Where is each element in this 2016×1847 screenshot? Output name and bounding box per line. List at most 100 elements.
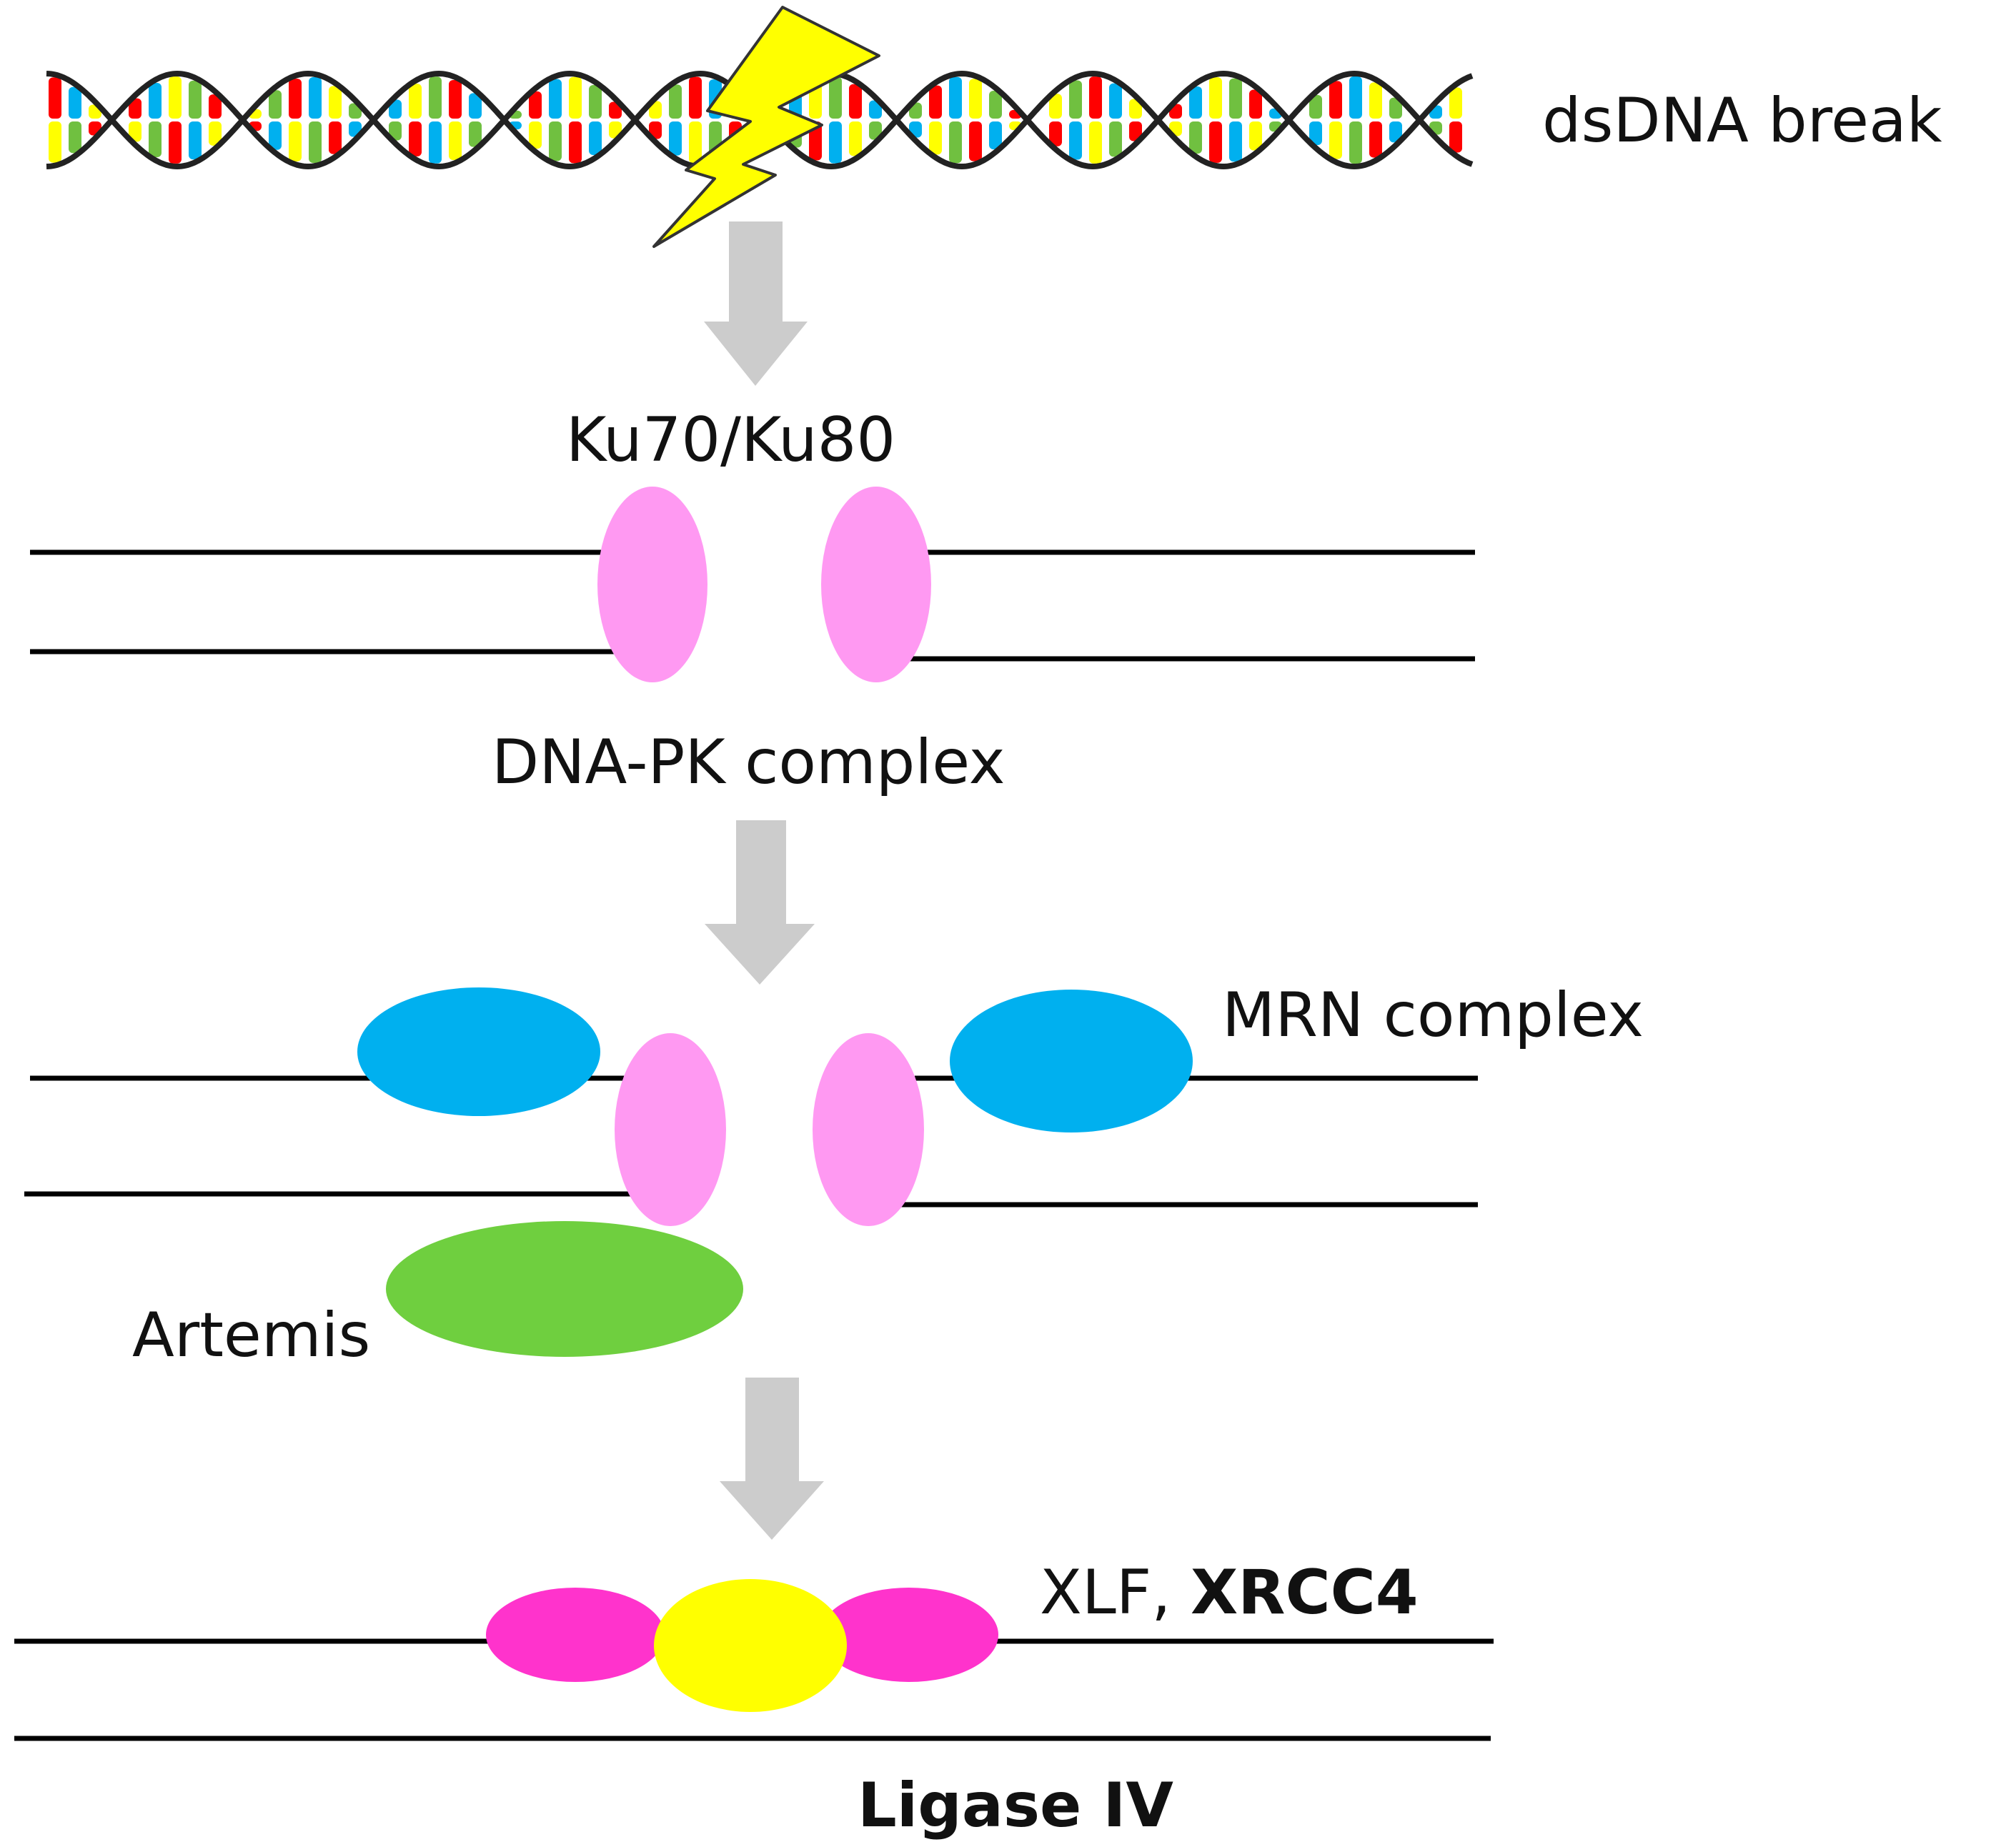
base-pair-bottom (129, 121, 141, 142)
base-pair-top (1229, 78, 1242, 119)
base-pair-top (49, 77, 61, 119)
base-pair-top (289, 79, 302, 119)
base-pair-bottom (689, 121, 702, 164)
base-pair-top (269, 90, 282, 119)
broken-dna-stage-2 (30, 549, 1475, 662)
base-pair-bottom (289, 121, 302, 161)
base-pair-top (1089, 76, 1102, 119)
broken-dna-stage-3 (24, 1075, 1478, 1208)
base-pair-bottom (1229, 121, 1242, 162)
base-pair-bottom (469, 121, 482, 147)
base-pair-top (1309, 94, 1322, 119)
base-pair-bottom (1349, 121, 1362, 164)
base-pair-top (409, 84, 422, 119)
base-pair-top (469, 93, 482, 119)
base-pair-bottom (1389, 121, 1402, 143)
base-pair-bottom (409, 121, 422, 156)
arrow-down-1 (704, 221, 808, 386)
base-pair-bottom (389, 121, 402, 141)
artemis-oval (386, 1221, 743, 1357)
base-pair-bottom (969, 121, 982, 161)
base-pair-top (449, 80, 462, 119)
base-pair-bottom (309, 121, 322, 164)
base-pair-top (1389, 97, 1402, 119)
ku70-oval (597, 487, 707, 682)
base-pair-top (1249, 89, 1262, 119)
base-pair-bottom (449, 121, 462, 160)
base-pair-top (1049, 94, 1062, 119)
helix-base-pairs (49, 76, 1462, 164)
base-pair-bottom (1449, 121, 1462, 153)
base-pair-top (1189, 86, 1202, 119)
base-pair-top (189, 80, 202, 119)
label-dsdna-break: dsDNA break (1542, 85, 1942, 156)
base-pair-top (129, 98, 141, 119)
base-pair-bottom (949, 121, 962, 164)
base-pair-top (1209, 77, 1222, 119)
arrow-down-3 (720, 1378, 824, 1540)
base-pair-top (329, 86, 342, 119)
base-pair-top (309, 76, 322, 119)
base-pair-bottom (269, 121, 282, 150)
mrn-oval-left (357, 987, 600, 1116)
label-artemis: Artemis (132, 1300, 370, 1371)
base-pair-top (529, 91, 542, 119)
label-ligase-iv: Ligase IV (858, 1770, 1173, 1841)
base-pair-top (949, 76, 962, 119)
base-pair-bottom (1069, 121, 1082, 160)
base-pair-bottom (69, 121, 81, 154)
base-pair-top (1349, 76, 1362, 119)
base-pair-bottom (1209, 121, 1222, 163)
base-pair-bottom (329, 121, 342, 154)
xlf-oval-left (486, 1588, 665, 1682)
base-pair-top (689, 76, 702, 119)
arrow-down-2 (705, 820, 815, 985)
base-pair-bottom (989, 121, 1002, 149)
base-pair-top (1449, 87, 1462, 119)
base-pair-bottom (1249, 121, 1262, 151)
base-pair-bottom (1109, 121, 1122, 157)
base-pair-top (389, 99, 402, 119)
base-pair-top (429, 76, 442, 119)
base-pair-bottom (1049, 121, 1062, 146)
xlf-oval-right (820, 1588, 998, 1682)
label-ku70-ku80: Ku70/Ku80 (566, 404, 895, 476)
base-pair-bottom (1089, 121, 1102, 164)
base-pair-bottom (149, 121, 162, 158)
label-xlf: XLF, (1040, 1557, 1191, 1628)
base-pair-top (1069, 80, 1082, 119)
base-pair-bottom (1189, 121, 1202, 154)
label-xrcc4: XRCC4 (1191, 1557, 1419, 1628)
base-pair-bottom (189, 121, 202, 160)
base-pair-bottom (569, 121, 582, 164)
base-pair-bottom (1129, 121, 1142, 141)
base-pair-top (569, 76, 582, 119)
base-pair-top (589, 85, 602, 119)
base-pair-bottom (49, 121, 61, 163)
base-pair-top (929, 85, 942, 119)
label-dna-pk-complex: DNA-PK complex (492, 727, 1005, 798)
base-pair-bottom (669, 121, 682, 156)
base-pair-bottom (429, 121, 442, 164)
ligase-oval (654, 1579, 847, 1712)
base-pair-top (989, 91, 1002, 119)
base-pair-bottom (869, 121, 882, 140)
label-xlf-xrcc4: XLF, XRCC4 (1040, 1557, 1419, 1628)
base-pair-bottom (589, 121, 602, 155)
base-pair-top (1109, 83, 1122, 119)
base-pair-top (669, 84, 682, 119)
base-pair-top (869, 100, 882, 119)
base-pair-bottom (549, 121, 562, 161)
lightning-bolt-icon (652, 6, 880, 248)
base-pair-bottom (829, 121, 842, 164)
ku80-oval (821, 487, 931, 682)
label-mrn-complex: MRN complex (1222, 980, 1644, 1051)
base-pair-bottom (529, 121, 542, 149)
base-pair-top (1329, 81, 1342, 119)
ku-oval-right (813, 1033, 924, 1226)
base-pair-top (849, 84, 862, 119)
base-pair-bottom (1369, 121, 1382, 158)
base-pair-bottom (1329, 121, 1342, 159)
base-pair-top (1129, 99, 1142, 119)
